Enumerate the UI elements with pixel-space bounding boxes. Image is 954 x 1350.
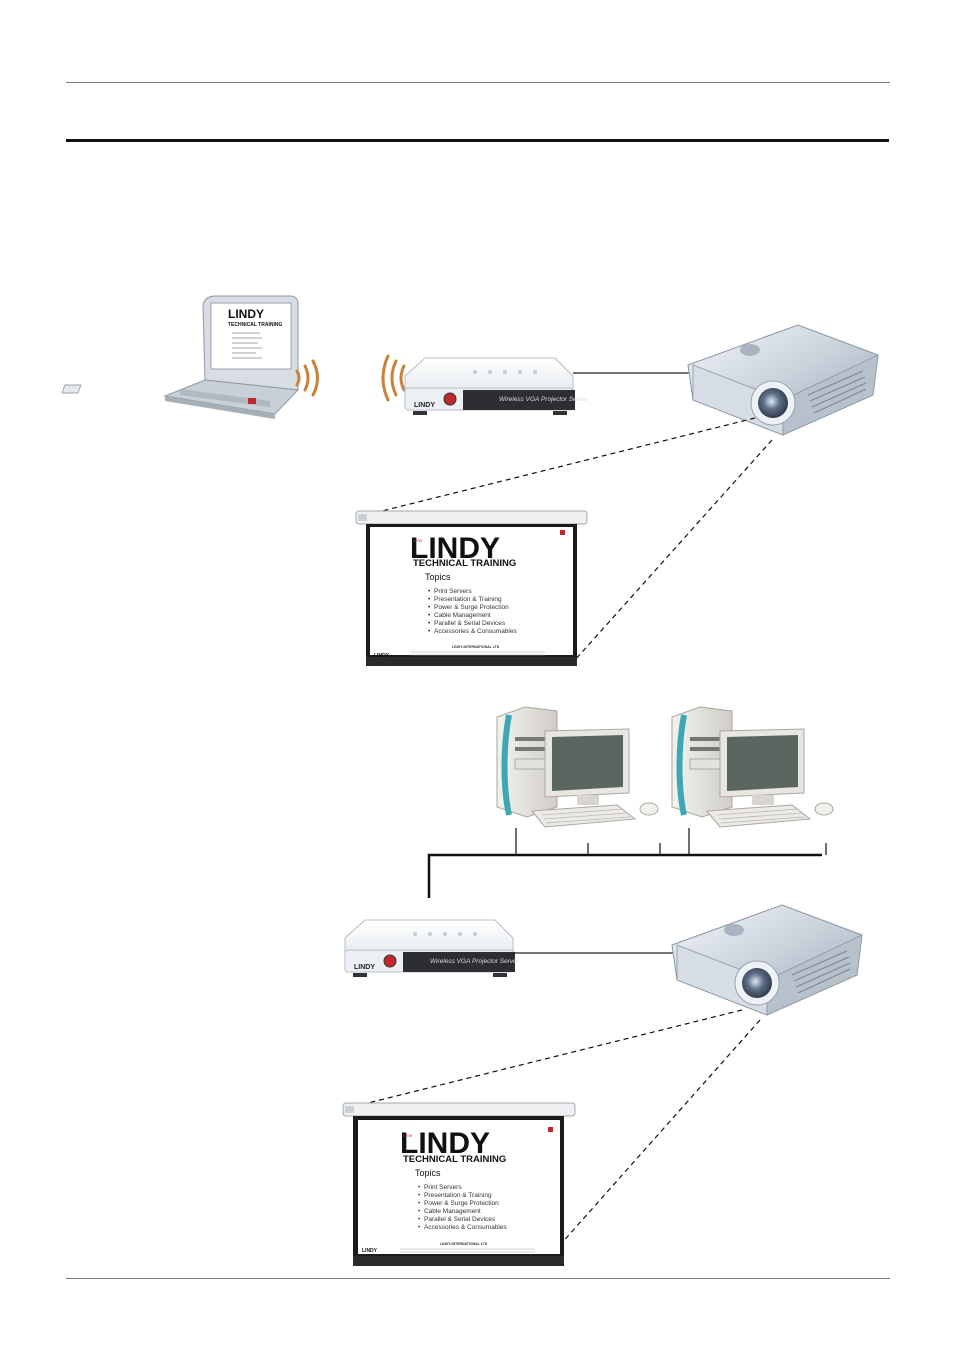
svg-text:•: • [418, 1208, 421, 1215]
desktop-pc-right [672, 707, 833, 827]
svg-text:•: • [418, 1216, 421, 1223]
svg-text:•: • [428, 628, 431, 635]
projection-screen-2: LINDY NEW TECHNICAL TRAINING Topics •Pri… [342, 1102, 576, 1266]
slide-2-footer-logo: LINDY [362, 1248, 378, 1254]
slide-training-title: TECHNICAL TRAINING [413, 558, 516, 569]
laptop-logo: LINDY [228, 307, 264, 321]
svg-text:•: • [428, 620, 431, 627]
slide-topic: Power & Surge Protection [434, 604, 509, 611]
svg-text:•: • [428, 612, 431, 619]
header-rule-top [66, 82, 890, 83]
projection-screen: LINDY NEW TECHNICAL TRAINING Topics •Pri… [355, 510, 588, 666]
svg-text:•: • [428, 588, 431, 595]
projector-illustration [687, 324, 879, 436]
footer-rule [66, 1278, 890, 1279]
svg-text:•: • [428, 604, 431, 611]
lan-backbone [427, 853, 822, 898]
slide-heading: Topics [425, 572, 451, 582]
slide-logo-tag: NEW [413, 538, 423, 543]
slide-2-logo: LINDY [400, 1127, 490, 1160]
slide-2-topic: Presentation & Training [424, 1192, 492, 1199]
slide-2-topic: Print Servers [424, 1184, 462, 1191]
slide-2-logo-tag: NEW [403, 1133, 413, 1138]
slide-logo: LINDY [410, 532, 500, 565]
server-box-2-logo: LINDY [354, 964, 375, 971]
slide-2-heading: Topics [415, 1168, 441, 1178]
slide-footer-logo: LINDY [374, 653, 390, 659]
slide-2-footer: LINDY-INTERNATIONAL LTD [440, 1242, 488, 1246]
server-box-2-label: Wireless VGA Projector Server [430, 958, 520, 965]
laptop-training-title: TECHNICAL TRAINING [228, 322, 282, 328]
slide-2-topic: Accessories & Consumables [424, 1224, 507, 1231]
header-rule-bold [66, 139, 889, 142]
slide-topic: Cable Management [434, 612, 491, 619]
slide-2-topic: Cable Management [424, 1208, 481, 1215]
slide-footer: LINDY-INTERNATIONAL LTD [452, 645, 500, 649]
slide-topic: Print Servers [434, 588, 472, 595]
slide-topic: Accessories & Consumables [434, 628, 517, 635]
svg-text:•: • [418, 1224, 421, 1231]
slide-2-training-title: TECHNICAL TRAINING [403, 1154, 506, 1165]
desktop-pc-left [497, 707, 658, 827]
slide-2-topic: Power & Surge Protection [424, 1200, 499, 1207]
svg-text:•: • [418, 1200, 421, 1207]
slide-2-topic: Parallel & Serial Devices [424, 1216, 496, 1223]
svg-text:•: • [428, 596, 431, 603]
slide-topic: Presentation & Training [434, 596, 502, 603]
server-box-label: Wireless VGA Projector Server [499, 396, 589, 403]
lan-cable [515, 828, 827, 855]
projection-beam [381, 417, 773, 661]
wifi-signal-icon [295, 354, 406, 402]
server-box-logo: LINDY [414, 402, 435, 409]
slide-topic: Parallel & Serial Devices [434, 620, 506, 627]
projector-illustration-2 [671, 904, 863, 1016]
svg-text:•: • [418, 1192, 421, 1199]
laptop-illustration: LINDY TECHNICAL TRAINING [61, 295, 300, 419]
svg-text:•: • [418, 1184, 421, 1191]
projection-beam-2 [367, 1009, 761, 1246]
